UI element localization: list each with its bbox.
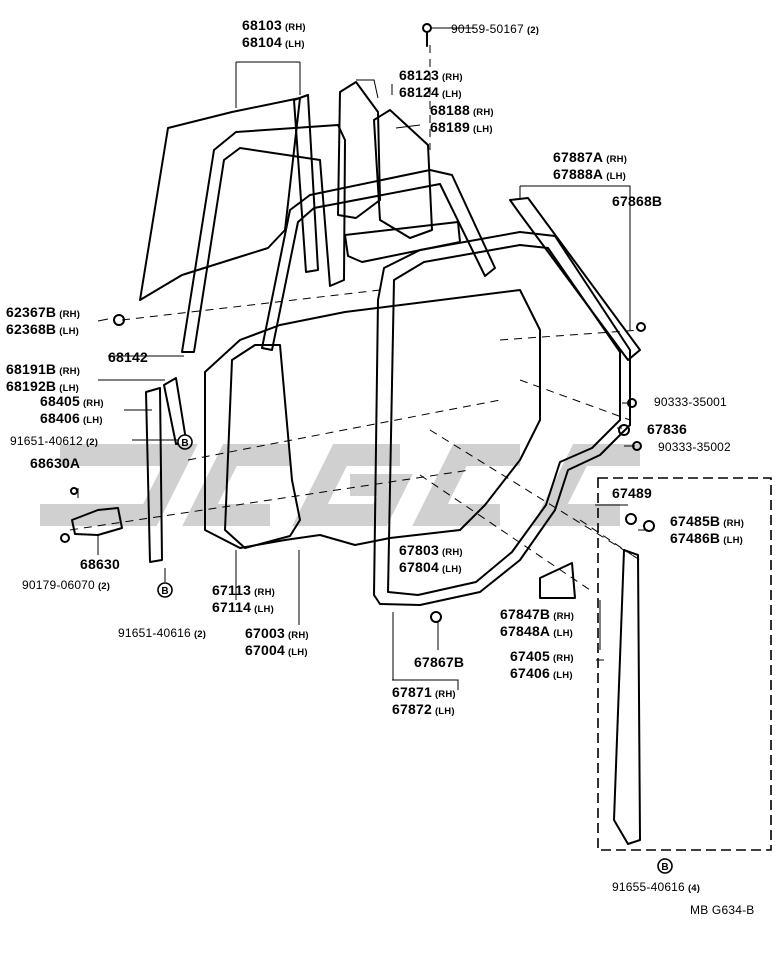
clip-67867	[430, 611, 442, 623]
callout-68630a: 68630A	[30, 455, 81, 471]
callout-90159: 90159-50167(2)	[451, 22, 540, 36]
watermark-graphic	[40, 444, 640, 526]
callout-90179: 90179-06070(2)	[22, 578, 111, 592]
callout-67868: 67868B	[612, 193, 663, 209]
callout-90333-a: 90333-35001	[654, 395, 727, 409]
callout-67405: 67405(RH) 67406(LH)	[510, 648, 574, 682]
bolt-90179	[60, 533, 70, 543]
bolt-90159	[422, 23, 432, 33]
callout-68123: 68123(RH) 68124(LH)	[399, 67, 463, 101]
b-marker-3: B	[657, 858, 673, 874]
svg-text:B: B	[161, 586, 168, 597]
detail-box	[597, 477, 772, 851]
callout-67803: 67803(RH) 67804(LH)	[399, 542, 463, 576]
callout-67489: 67489	[612, 485, 652, 501]
callout-91651-b: 91651-40616(2)	[118, 626, 207, 640]
callout-67847: 67847B(RH) 67848A(LH)	[500, 606, 575, 640]
callout-67003: 67003(RH) 67004(LH)	[245, 625, 309, 659]
screw-68630a	[70, 487, 78, 495]
weatherstrip-67887	[509, 197, 641, 361]
callout-68191: 68191B(RH) 68192B(LH)	[6, 361, 81, 395]
glass-run-channel	[293, 94, 319, 273]
callout-68630: 68630	[80, 556, 120, 572]
quarter-glass	[337, 81, 381, 219]
callout-67113: 67113(RH) 67114(LH)	[212, 582, 276, 616]
callout-91651-a: 91651-40612(2)	[10, 434, 99, 448]
clip-67868	[636, 322, 646, 332]
upper-trim	[344, 221, 461, 263]
door-weatherstrip	[373, 231, 631, 606]
callout-67485: 67485B(RH) 67486B(LH)	[670, 513, 745, 547]
division-bar	[145, 387, 163, 563]
svg-text:B: B	[181, 438, 188, 449]
clip-67489	[625, 513, 637, 525]
diagram-code: MB G634-B	[690, 903, 755, 917]
b-marker-1: B	[177, 434, 193, 450]
opening-trim	[261, 169, 496, 351]
frame-weatherstrip	[181, 124, 346, 353]
callout-67836: 67836	[647, 421, 687, 437]
callout-67887: 67887A(RH) 67888A(LH)	[553, 149, 628, 183]
rear-channel-67405	[613, 549, 641, 845]
svg-text:B: B	[661, 862, 668, 873]
callout-68188: 68188(RH) 68189(LH)	[430, 102, 494, 136]
clip-67485	[643, 520, 655, 532]
b-marker-2: B	[157, 582, 173, 598]
callout-67871: 67871(RH) 67872(LH)	[392, 684, 456, 718]
rear-channel	[373, 109, 433, 239]
callout-68405: 68405(RH) 68406(LH)	[40, 393, 104, 427]
door-panel	[204, 289, 541, 549]
callout-90333-b: 90333-35002	[658, 440, 731, 454]
callout-67867: 67867B	[414, 654, 465, 670]
door-glass	[139, 97, 301, 301]
trim-piece-67847	[539, 562, 576, 599]
door-shell	[224, 344, 301, 549]
callout-62367: 62367B(RH) 62368B(LH)	[6, 304, 81, 338]
callout-68142: 68142	[108, 349, 148, 365]
callout-91655: 91655-40616(4)	[612, 880, 701, 894]
washer-67836	[618, 424, 630, 436]
callout-68103: 68103(RH) 68104(LH)	[242, 17, 306, 51]
door-hinge	[71, 507, 123, 536]
